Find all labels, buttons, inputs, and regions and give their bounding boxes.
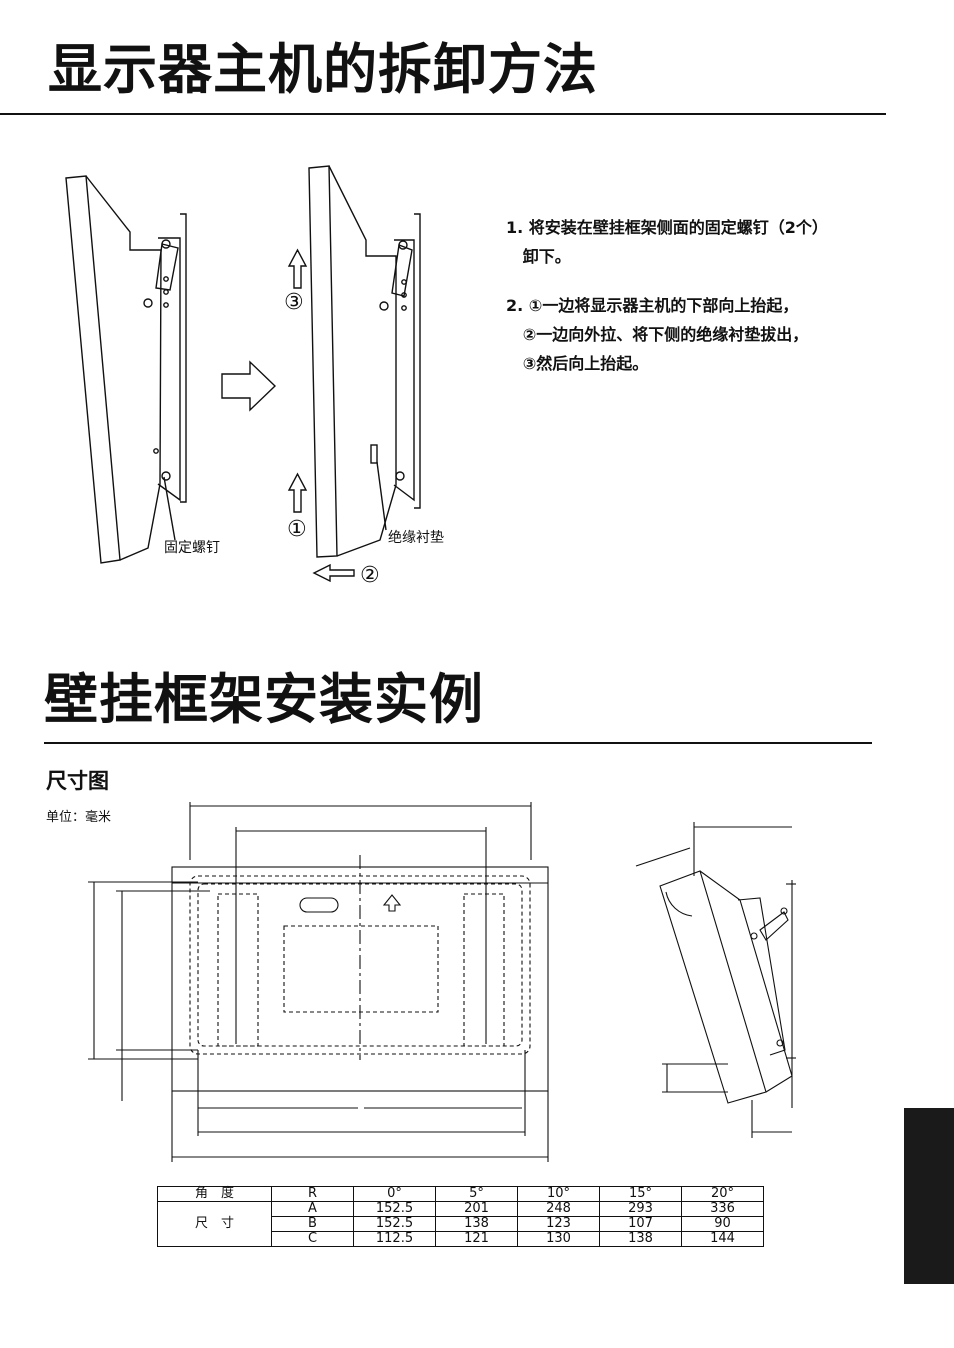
table-cell: 90 bbox=[682, 1217, 764, 1232]
table-cell: 144 bbox=[682, 1232, 764, 1247]
table-row: 角 度 R 0° 5° 10° 15° 20° bbox=[158, 1187, 764, 1202]
angle-cell: 0° bbox=[354, 1187, 436, 1202]
table-cell: 130 bbox=[518, 1232, 600, 1247]
table-cell: 152.5 bbox=[354, 1217, 436, 1232]
table-cell: 112.5 bbox=[354, 1232, 436, 1247]
row-key: C bbox=[272, 1232, 354, 1247]
table-cell: 152.5 bbox=[354, 1202, 436, 1217]
table-cell: 293 bbox=[600, 1202, 682, 1217]
angle-cell: 10° bbox=[518, 1187, 600, 1202]
angle-cell: 20° bbox=[682, 1187, 764, 1202]
row-key: A bbox=[272, 1202, 354, 1217]
header-angle: 角 度 bbox=[158, 1187, 272, 1202]
table-cell: 123 bbox=[518, 1217, 600, 1232]
table-cell: 336 bbox=[682, 1202, 764, 1217]
table-cell: 121 bbox=[436, 1232, 518, 1247]
table-cell: 248 bbox=[518, 1202, 600, 1217]
row-key: B bbox=[272, 1217, 354, 1232]
table-cell: 201 bbox=[436, 1202, 518, 1217]
chapter-tab bbox=[904, 1108, 954, 1284]
table-cell: 138 bbox=[600, 1232, 682, 1247]
table-cell: 107 bbox=[600, 1217, 682, 1232]
side-view-display bbox=[660, 871, 766, 1103]
table-row: 尺 寸 A 152.5 201 248 293 336 bbox=[158, 1202, 764, 1217]
angle-cell: 15° bbox=[600, 1187, 682, 1202]
header-r: R bbox=[272, 1187, 354, 1202]
dimension-label: 尺 寸 bbox=[158, 1202, 272, 1247]
angle-cell: 5° bbox=[436, 1187, 518, 1202]
spec-table: 角 度 R 0° 5° 10° 15° 20° 尺 寸 A 152.5 201 … bbox=[157, 1186, 764, 1247]
table-cell: 138 bbox=[436, 1217, 518, 1232]
